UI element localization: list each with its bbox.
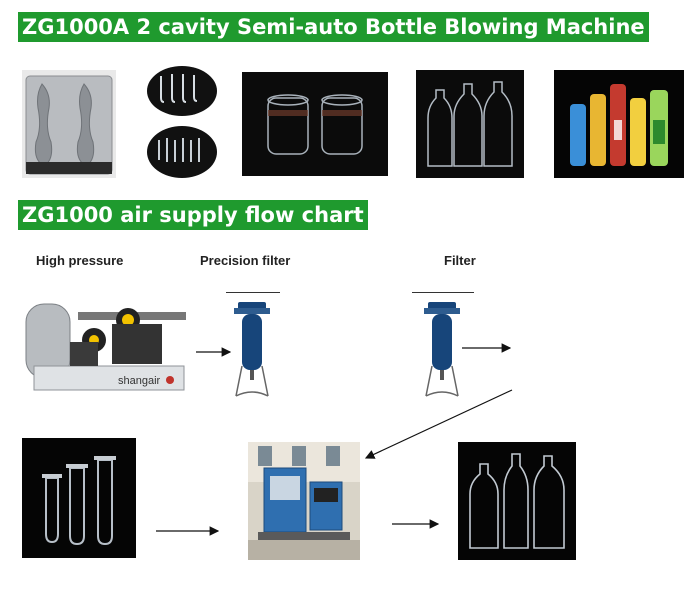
label-high-pressure: High pressure <box>36 253 124 268</box>
label-precision-filter: Precision filter <box>200 253 291 268</box>
preform-photo-top <box>147 66 217 116</box>
finished-bottles-photo <box>458 442 576 560</box>
precision-filter-photo <box>232 300 272 400</box>
label-filter: Filter <box>444 253 476 268</box>
flow-chart-title: ZG1000 air supply flow chart <box>18 200 368 230</box>
bottle-mould-photo <box>22 70 116 178</box>
precision-filter-divider <box>226 292 280 293</box>
filter-photo <box>422 300 462 400</box>
jar-photo <box>242 72 388 176</box>
compressor-brand-text: shangair <box>118 375 161 387</box>
clear-bottles-photo <box>416 70 524 178</box>
drink-bottles-photo <box>554 70 684 178</box>
air-compressor-photo: shangair <box>22 296 192 406</box>
filter-divider <box>412 292 474 293</box>
page-title: ZG1000A 2 cavity Semi-auto Bottle Blowin… <box>18 12 649 42</box>
preforms-photo <box>22 438 136 558</box>
blowing-machine-photo <box>248 442 360 560</box>
preform-photo-bottom <box>147 126 217 178</box>
